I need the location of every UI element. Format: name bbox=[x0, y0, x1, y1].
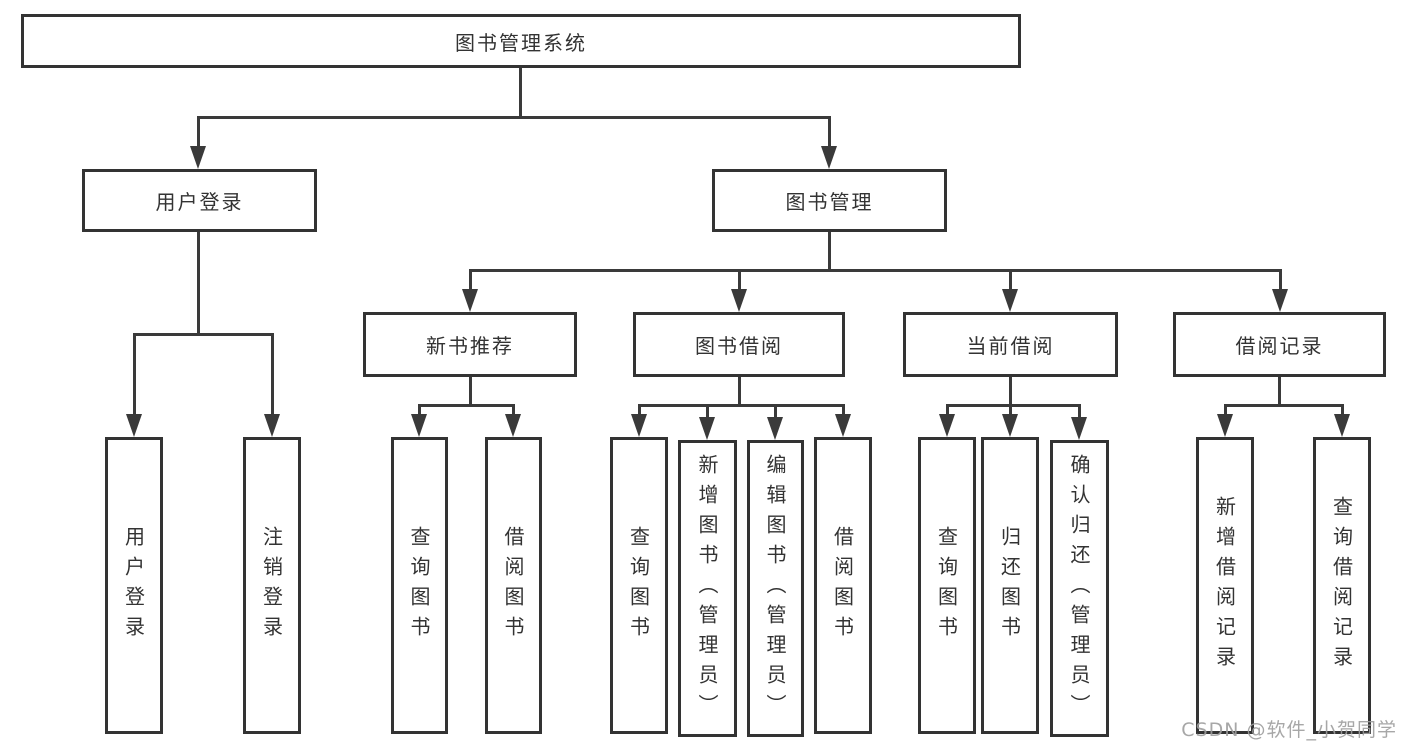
leaf-user-login: 用户登录 bbox=[105, 437, 163, 734]
node-borrow-label: 图书借阅 bbox=[695, 334, 783, 358]
leaf-borrow-book-a: 借阅图书 bbox=[485, 437, 542, 734]
leaf-label: 查询图书 bbox=[934, 525, 959, 646]
node-root-label: 图书管理系统 bbox=[455, 30, 587, 55]
leaf-label: 注销登录 bbox=[259, 525, 284, 646]
arrow-down-icon bbox=[1071, 417, 1087, 440]
arrow-down-icon bbox=[126, 414, 142, 437]
leaf-borrow-book-b: 借阅图书 bbox=[814, 437, 872, 734]
arrow-down-icon bbox=[699, 417, 715, 440]
node-book-mgmt: 图书管理 bbox=[712, 169, 947, 232]
arrow-down-icon bbox=[939, 414, 955, 437]
connector-to-new-rec bbox=[469, 269, 472, 291]
node-new-rec: 新书推荐 bbox=[363, 312, 577, 377]
leaf-label: 借阅图书 bbox=[501, 525, 525, 646]
leaf-label: 新增借阅记录 bbox=[1212, 495, 1237, 676]
arrow-down-icon bbox=[731, 289, 747, 312]
connector-to-add-book bbox=[706, 404, 709, 419]
arrow-down-icon bbox=[1002, 289, 1018, 312]
connector-to-query-c bbox=[946, 404, 949, 416]
leaf-query-record: 查询借阅记录 bbox=[1313, 437, 1371, 734]
connector-to-current bbox=[1009, 269, 1012, 291]
csdn-watermark: CSDN @软件_小贺同学 bbox=[1181, 719, 1397, 741]
connector-to-query-a bbox=[418, 404, 421, 416]
connector-current-branch bbox=[946, 404, 1081, 407]
connector-to-add-record bbox=[1224, 404, 1227, 416]
leaf-query-book-a: 查询图书 bbox=[391, 437, 448, 734]
arrow-down-icon bbox=[835, 414, 851, 437]
connector-to-borrow-b bbox=[842, 404, 845, 416]
connector-to-leaf-login bbox=[133, 333, 136, 416]
connector-new-rec-stem bbox=[469, 377, 472, 406]
connector-borrow-branch bbox=[638, 404, 844, 407]
connector-to-borrow bbox=[738, 269, 741, 291]
node-records-label: 借阅记录 bbox=[1235, 334, 1324, 358]
connector-records-stem bbox=[1278, 377, 1281, 406]
connector-to-return-book bbox=[1009, 404, 1012, 416]
arrow-down-icon bbox=[631, 414, 647, 437]
connector-records-branch bbox=[1224, 404, 1344, 407]
arrow-down-icon bbox=[1334, 414, 1350, 437]
leaf-query-book-c: 查询图书 bbox=[918, 437, 976, 734]
leaf-label: 编辑图书（管理员） bbox=[763, 453, 787, 724]
connector-user-login-branch bbox=[133, 333, 274, 336]
arrow-down-icon bbox=[1217, 414, 1233, 437]
connector-to-leaf-logout bbox=[271, 333, 274, 416]
leaf-label: 用户登录 bbox=[121, 525, 146, 646]
leaf-add-book: 新增图书（管理员） bbox=[678, 440, 737, 737]
leaf-label: 确认归还（管理员） bbox=[1067, 453, 1091, 724]
leaf-edit-book: 编辑图书（管理员） bbox=[747, 440, 804, 737]
leaf-label: 归还图书 bbox=[997, 525, 1022, 646]
connector-to-book-mgmt bbox=[828, 116, 831, 148]
connector-user-login-stem bbox=[197, 232, 200, 336]
connector-to-edit-book bbox=[774, 404, 777, 419]
arrow-down-icon bbox=[505, 414, 521, 437]
connector-to-query-record bbox=[1341, 404, 1344, 416]
node-user-login-label: 用户登录 bbox=[155, 190, 244, 214]
connector-to-user-login bbox=[197, 116, 200, 148]
leaf-label: 查询借阅记录 bbox=[1329, 495, 1354, 676]
leaf-logout: 注销登录 bbox=[243, 437, 301, 734]
arrow-down-icon bbox=[462, 289, 478, 312]
arrow-down-icon bbox=[264, 414, 280, 437]
connector-to-query-b bbox=[638, 404, 641, 416]
arrow-down-icon bbox=[411, 414, 427, 437]
node-new-rec-label: 新书推荐 bbox=[426, 334, 514, 358]
connector-to-confirm-return bbox=[1078, 404, 1081, 419]
connector-to-records bbox=[1279, 269, 1282, 291]
arrow-down-icon bbox=[767, 417, 783, 440]
arrow-down-icon bbox=[190, 146, 206, 169]
node-current: 当前借阅 bbox=[903, 312, 1118, 377]
connector-book-mgmt-stem bbox=[828, 232, 831, 272]
node-user-login: 用户登录 bbox=[82, 169, 317, 232]
leaf-add-record: 新增借阅记录 bbox=[1196, 437, 1254, 734]
node-current-label: 当前借阅 bbox=[966, 334, 1055, 358]
arrow-down-icon bbox=[821, 146, 837, 169]
leaf-label: 查询图书 bbox=[626, 525, 651, 646]
node-root: 图书管理系统 bbox=[21, 14, 1021, 68]
leaf-confirm-return: 确认归还（管理员） bbox=[1050, 440, 1109, 737]
leaf-return-book: 归还图书 bbox=[981, 437, 1039, 734]
connector-book-mgmt-branch bbox=[469, 269, 1281, 272]
arrow-down-icon bbox=[1002, 414, 1018, 437]
connector-borrow-stem bbox=[738, 377, 741, 406]
leaf-label: 借阅图书 bbox=[830, 525, 855, 646]
node-records: 借阅记录 bbox=[1173, 312, 1386, 377]
connector-to-borrow-a bbox=[512, 404, 515, 416]
node-borrow: 图书借阅 bbox=[633, 312, 845, 377]
connector-root-branch bbox=[197, 116, 831, 119]
connector-current-stem bbox=[1009, 377, 1012, 406]
connector-new-rec-branch bbox=[418, 404, 515, 407]
arrow-down-icon bbox=[1272, 289, 1288, 312]
connector-root-stem bbox=[519, 68, 522, 118]
leaf-query-book-b: 查询图书 bbox=[610, 437, 668, 734]
node-book-mgmt-label: 图书管理 bbox=[785, 190, 874, 214]
leaf-label: 查询图书 bbox=[407, 525, 431, 646]
leaf-label: 新增图书（管理员） bbox=[695, 453, 719, 724]
